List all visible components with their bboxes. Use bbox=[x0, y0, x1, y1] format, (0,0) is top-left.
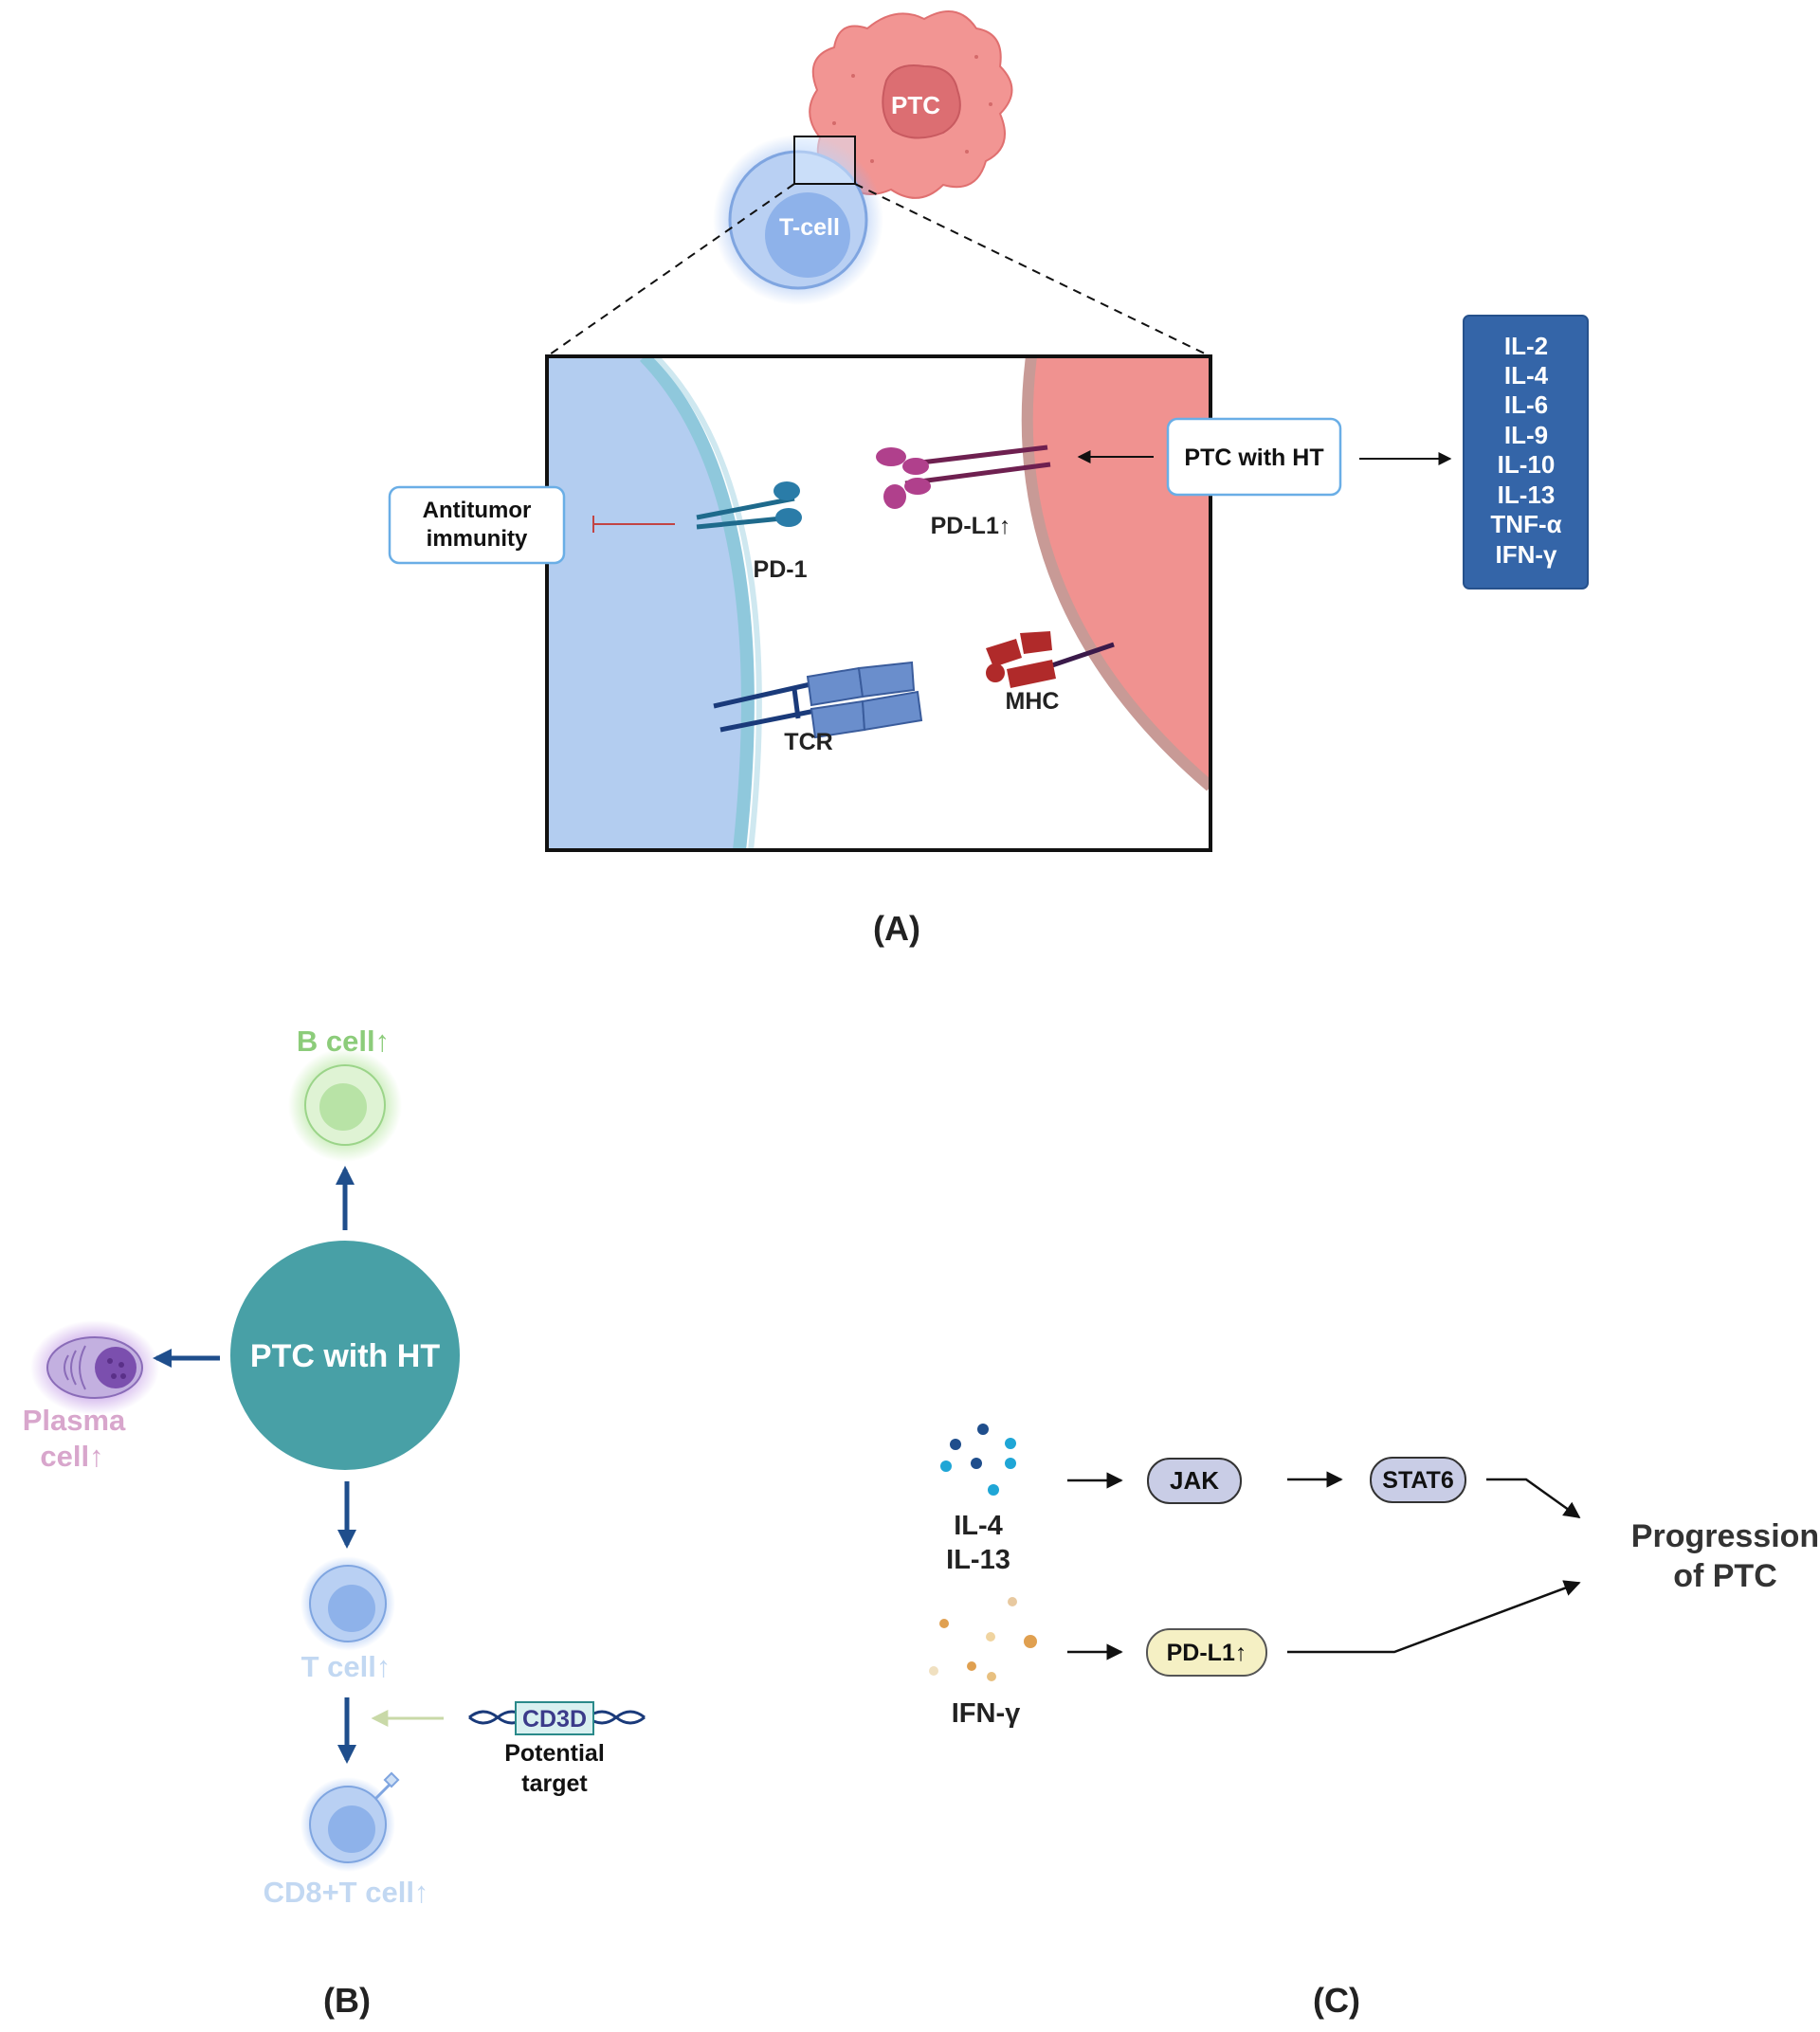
plasma-label-line2: cell↑ bbox=[40, 1440, 103, 1473]
b-cell: B cell↑ bbox=[288, 1025, 402, 1162]
zoom-selection bbox=[793, 136, 856, 185]
pdl1-c-label: PD-L1↑ bbox=[1167, 1640, 1247, 1666]
target-label-line2: target bbox=[521, 1770, 588, 1797]
cytokine-6: TNF-α bbox=[1490, 510, 1561, 538]
t-cell-label: T-cell bbox=[779, 214, 840, 241]
ifng-label: IFN-γ bbox=[952, 1698, 1021, 1729]
stat6-node: STAT6 bbox=[1370, 1457, 1466, 1503]
t-cell: T-cell bbox=[713, 135, 883, 305]
ptc-with-ht-label: PTC with HT bbox=[1184, 444, 1323, 471]
cd8-label: CD8+T cell↑ bbox=[264, 1876, 429, 1909]
il13-label: IL-13 bbox=[946, 1545, 1010, 1575]
ifng-particles bbox=[929, 1597, 1037, 1681]
t-cell-b: T cell↑ bbox=[300, 1556, 395, 1683]
cytokine-box: IL-2 IL-4 IL-6 IL-9 IL-10 IL-13 TNF-α IF… bbox=[1463, 315, 1589, 590]
il4-il13-particles bbox=[940, 1424, 1016, 1496]
antitumor-immunity-box: Antitumor immunity bbox=[388, 485, 566, 565]
cytokine-2: IL-6 bbox=[1504, 390, 1548, 419]
cytokine-3: IL-9 bbox=[1504, 421, 1548, 449]
antitumor-label-line1: Antitumor bbox=[423, 498, 532, 523]
progression-line2: of PTC bbox=[1673, 1558, 1777, 1594]
jak-label: JAK bbox=[1170, 1466, 1219, 1495]
panel-c-caption: (C) bbox=[1313, 1981, 1360, 2020]
zoom-line-left bbox=[546, 183, 795, 357]
mhc-label: MHC bbox=[1006, 688, 1060, 715]
ptc-with-ht-box: PTC with HT bbox=[1166, 417, 1342, 497]
pdl1-ligand: PD-L1↑ bbox=[876, 444, 1051, 539]
cytokine-1: IL-4 bbox=[1504, 361, 1549, 390]
pd1-label: PD-1 bbox=[754, 556, 808, 583]
progression-line1: Progression bbox=[1631, 1518, 1819, 1554]
tcr-receptor: TCR bbox=[713, 661, 923, 755]
pdl1-node: PD-L1↑ bbox=[1146, 1628, 1267, 1677]
mhc-molecule: MHC bbox=[986, 631, 1115, 715]
stat6-label: STAT6 bbox=[1382, 1467, 1453, 1494]
antitumor-label-line2: immunity bbox=[427, 526, 528, 552]
cytokine-7: IFN-γ bbox=[1496, 540, 1558, 569]
ptc-tumor-cell: PTC bbox=[809, 10, 1013, 199]
center-label: PTC with HT bbox=[250, 1338, 440, 1374]
panel-a: PTC T-cell bbox=[388, 10, 1589, 948]
plasma-label-line1: Plasma bbox=[23, 1404, 126, 1437]
cd3d-target: CD3D Potential target bbox=[468, 1701, 646, 1797]
t-cell-b-label: T cell↑ bbox=[301, 1650, 391, 1683]
ptc-cell-label: PTC bbox=[891, 91, 940, 119]
panel-b: B cell↑ Plasma cell↑ PTC with HT bbox=[23, 1025, 646, 2020]
ptc-with-ht-center: PTC with HT bbox=[230, 1241, 460, 1470]
pd1-receptor: PD-1 bbox=[696, 481, 808, 583]
cd3d-label: CD3D bbox=[522, 1706, 587, 1733]
arrow-stat6-to-progression bbox=[1486, 1478, 1581, 1519]
zoom-line-right bbox=[854, 183, 1211, 357]
il4-label: IL-4 bbox=[954, 1511, 1003, 1541]
arrow-pdl1-to-progression bbox=[1287, 1580, 1581, 1654]
synapse-zoom-box: PD-1 PD-L1↑ TCR bbox=[545, 354, 1212, 852]
pdl1-label: PD-L1↑ bbox=[931, 513, 1011, 539]
panel-b-caption: (B) bbox=[323, 1981, 371, 2020]
cytokine-4: IL-10 bbox=[1498, 450, 1556, 479]
tcr-label: TCR bbox=[784, 729, 832, 755]
target-label-line1: Potential bbox=[504, 1740, 605, 1767]
cd8-t-cell: CD8+T cell↑ bbox=[264, 1771, 429, 1909]
jak-node: JAK bbox=[1147, 1458, 1242, 1504]
panel-c: IL-4 IL-13 IFN-γ JAK STAT6 PD-L bbox=[929, 1424, 1819, 2020]
cytokine-0: IL-2 bbox=[1504, 332, 1548, 360]
panel-a-caption: (A) bbox=[873, 909, 920, 948]
plasma-cell: Plasma cell↑ bbox=[23, 1320, 159, 1473]
cytokine-5: IL-13 bbox=[1498, 481, 1556, 509]
